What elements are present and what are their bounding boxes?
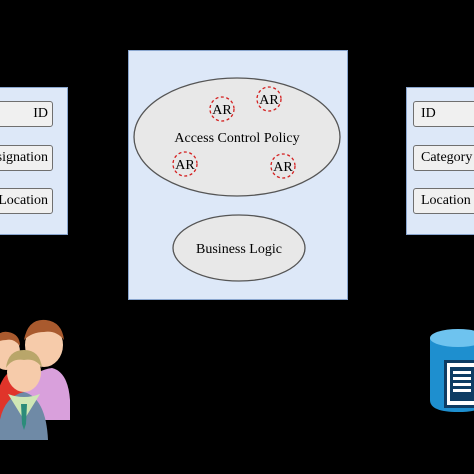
- access-rule-2: AR: [256, 86, 282, 112]
- access-rule-label: AR: [212, 103, 232, 118]
- user-attribute-designation: Designation: [0, 145, 53, 171]
- database-icon: [430, 329, 474, 412]
- business-logic-label: Business Logic: [196, 242, 282, 257]
- resource-attribute-category: Category: [413, 145, 474, 171]
- access-rule-3: AR: [172, 151, 198, 177]
- user-attribute-location: Location: [0, 188, 53, 214]
- access-rule-4: AR: [270, 153, 296, 179]
- users-group-icon: [0, 319, 70, 440]
- business-logic-ellipse: [172, 214, 306, 282]
- access-rule-1: AR: [209, 96, 235, 122]
- user-attributes-panel: ID Designation Location: [0, 87, 68, 235]
- access-rule-label: AR: [259, 93, 279, 108]
- access-rule-label: AR: [175, 158, 195, 173]
- user-attribute-id: ID: [0, 101, 53, 127]
- access-control-policy-label: Access Control Policy: [174, 131, 299, 146]
- access-control-policy-ellipse: [133, 77, 341, 197]
- access-rule-label: AR: [273, 160, 293, 175]
- resource-attributes-panel: ID Category Location: [406, 87, 474, 235]
- resource-attribute-location: Location: [413, 188, 474, 214]
- resource-attribute-id: ID: [413, 101, 474, 127]
